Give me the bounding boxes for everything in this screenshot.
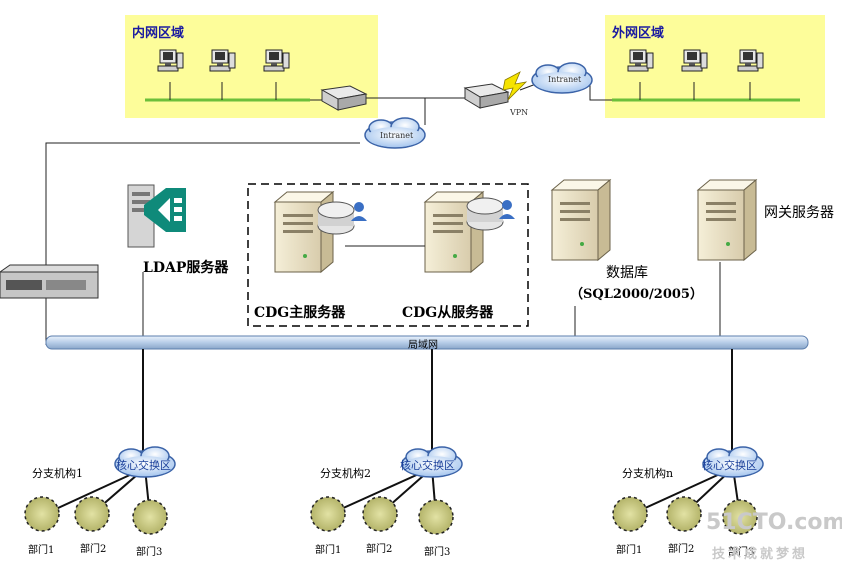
branch-2-switch: 核心交换区 xyxy=(400,459,455,472)
cdg-slave-label: CDG从服务器 xyxy=(402,305,494,321)
branch-1-name: 分支机构1 xyxy=(32,467,83,480)
intranet-label-left: Intranet xyxy=(380,131,414,140)
inner-pc-3 xyxy=(263,49,290,72)
lan-bus-bar xyxy=(45,335,809,350)
branch-1-dept-1: 部门1 xyxy=(28,545,55,556)
branch-1-graphics xyxy=(24,446,176,535)
cdg-server-group-box xyxy=(247,183,529,327)
cdg-slave-db-icon xyxy=(466,197,515,231)
branch-1-switch: 核心交换区 xyxy=(116,459,171,472)
database-server-icon xyxy=(551,179,611,261)
lan-label: 局域网 xyxy=(408,340,438,351)
inner-router-icon xyxy=(320,85,368,111)
branch-n-switch: 核心交换区 xyxy=(702,459,757,472)
database-version-label: （SQL2000/2005） xyxy=(570,287,703,302)
ldap-server-icon xyxy=(127,184,186,248)
cdg-master-label: CDG主服务器 xyxy=(254,305,346,321)
inner-pc-2 xyxy=(209,49,236,72)
branch-2-dept-3: 部门3 xyxy=(424,547,451,558)
outer-pc-2 xyxy=(681,49,708,72)
vpn-router-icon xyxy=(463,83,510,109)
gateway-server-icon xyxy=(697,179,757,261)
branch-n-name: 分支机构n xyxy=(622,467,674,480)
database-label: 数据库 xyxy=(606,265,648,281)
cdg-master-db-icon xyxy=(317,201,367,235)
outer-pc-1 xyxy=(627,49,654,72)
inner-pc-1 xyxy=(157,49,184,72)
vpn-label: VPN xyxy=(510,108,529,117)
branch-n-dept-2: 部门2 xyxy=(668,544,695,555)
outer-pc-3 xyxy=(737,49,764,72)
branch-2-name: 分支机构2 xyxy=(320,467,371,480)
branch-2-dept-1: 部门1 xyxy=(315,545,342,556)
inner-zone-title: 内网区域 xyxy=(132,26,185,41)
vpn-bolt-icon xyxy=(502,71,528,101)
intranet-label-right: Intranet xyxy=(548,75,582,84)
ldap-server-label: LDAP服务器 xyxy=(143,260,229,276)
branch-1-dept-3: 部门3 xyxy=(136,547,163,558)
branch-2-graphics xyxy=(310,446,463,535)
outer-zone-title: 外网区域 xyxy=(612,26,665,41)
branch-n-graphics xyxy=(612,446,764,535)
branch-2-dept-2: 部门2 xyxy=(366,544,393,555)
hardware-switch-icon xyxy=(0,264,99,299)
watermark-site: 51CTO.com xyxy=(706,510,842,535)
branch-1-dept-2: 部门2 xyxy=(80,544,107,555)
branch-n-dept-3: 部门3 xyxy=(728,547,755,558)
branch-n-dept-1: 部门1 xyxy=(616,545,643,556)
gateway-server-label: 网关服务器 xyxy=(764,205,834,221)
watermark-slogan: 技术成就梦想 xyxy=(712,547,809,562)
